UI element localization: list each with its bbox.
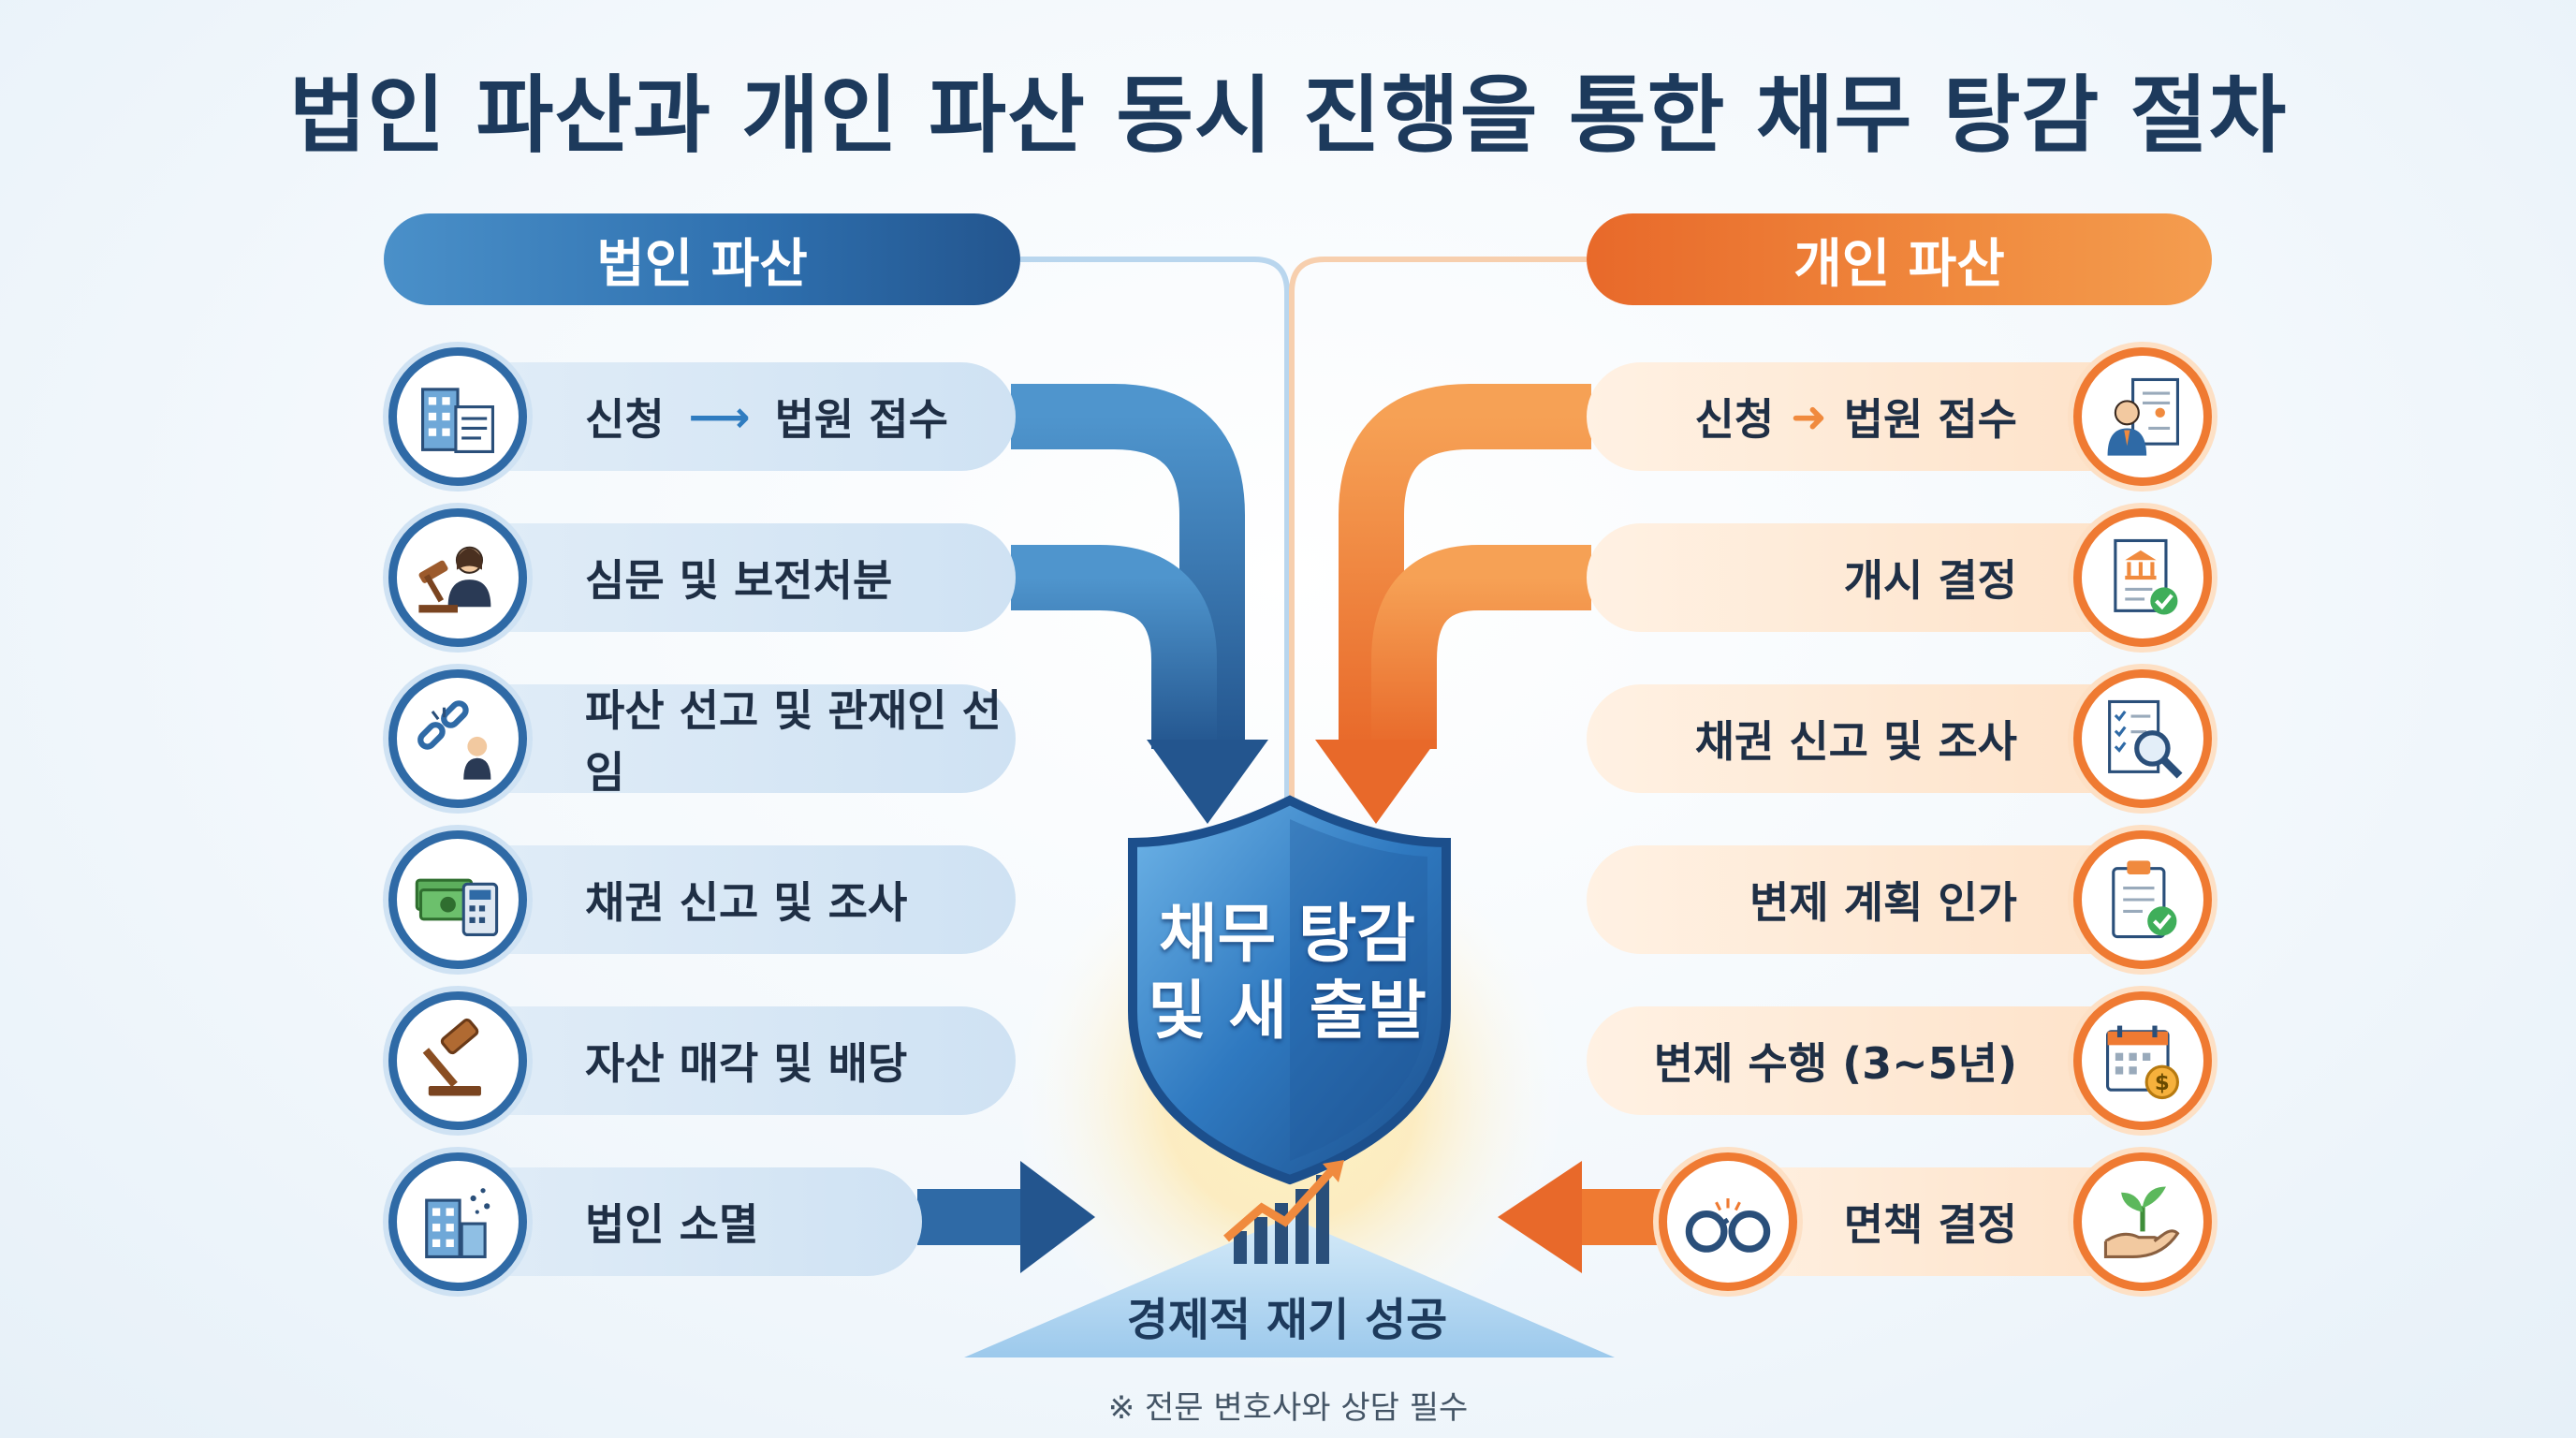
clipboard-check-icon	[2073, 830, 2212, 969]
personal-bankruptcy-header: 개인 파산	[1587, 213, 2212, 305]
calendar-dollar-icon: $	[2073, 991, 2212, 1130]
broken-handcuffs-icon	[1659, 1152, 1797, 1291]
building-document-icon	[388, 347, 527, 486]
personal-step-1-label-a: 신청	[1694, 394, 1775, 445]
personal-step-1-label-b: 법원 접수	[1843, 394, 2017, 445]
corporate-step-4-label: 채권 신고 및 조사	[585, 877, 908, 928]
personal-step-2-label: 개시 결정	[1843, 555, 2017, 606]
checklist-magnifier-icon	[2073, 669, 2212, 808]
economic-recovery-label: 경제적 재기 성공	[1126, 1294, 1448, 1346]
money-calculator-icon	[388, 830, 527, 969]
plant-hand-icon	[2073, 1152, 2212, 1291]
corporate-step-1-label-a: 신청	[585, 394, 665, 445]
corporate-bankruptcy-header: 법인 파산	[384, 213, 1020, 305]
person-document-icon	[2073, 347, 2212, 486]
personal-step-6-label: 면책 결정	[1843, 1199, 2017, 1250]
personal-step-5-label: 변제 수행 (3~5년)	[1653, 1038, 2017, 1089]
shield-icon	[1128, 795, 1451, 1185]
corporate-step-1-label-b: 법원 접수	[774, 394, 948, 445]
gavel-icon	[388, 991, 527, 1130]
corporate-step-6-label: 법인 소멸	[585, 1199, 759, 1250]
page-title: 법인 파산과 개인 파산 동시 진행을 통한 채무 탕감 절차	[288, 66, 2288, 165]
court-document-check-icon	[2073, 508, 2212, 647]
arrow-right-icon: ⟶	[688, 391, 751, 442]
judge-gavel-icon	[388, 508, 527, 647]
personal-step-4-label: 변제 계획 인가	[1749, 877, 2017, 928]
footnote: ※ 전문 변호사와 상담 필수	[1107, 1389, 1469, 1427]
corporate-step-2-label: 심문 및 보전처분	[585, 555, 893, 606]
shield-line-2: 및 새 출발	[1148, 975, 1427, 1049]
corporate-step-3-label: 파산 선고 및 관재인 선임	[585, 685, 1002, 798]
dissolving-building-icon	[388, 1152, 527, 1291]
growth-chart-icon	[1223, 1160, 1344, 1264]
svg-text:$: $	[2155, 1071, 2170, 1095]
shield-line-1: 채무 탕감	[1159, 898, 1415, 972]
arrow-right-icon: ➜	[1791, 391, 1827, 442]
corporate-step-5-label: 자산 매각 및 배당	[585, 1038, 908, 1089]
broken-chain-person-icon	[388, 669, 527, 808]
personal-step-3-label: 채권 신고 및 조사	[1694, 716, 2017, 767]
shield-caption: 채무 탕감 및 새 출발	[1100, 897, 1474, 1050]
